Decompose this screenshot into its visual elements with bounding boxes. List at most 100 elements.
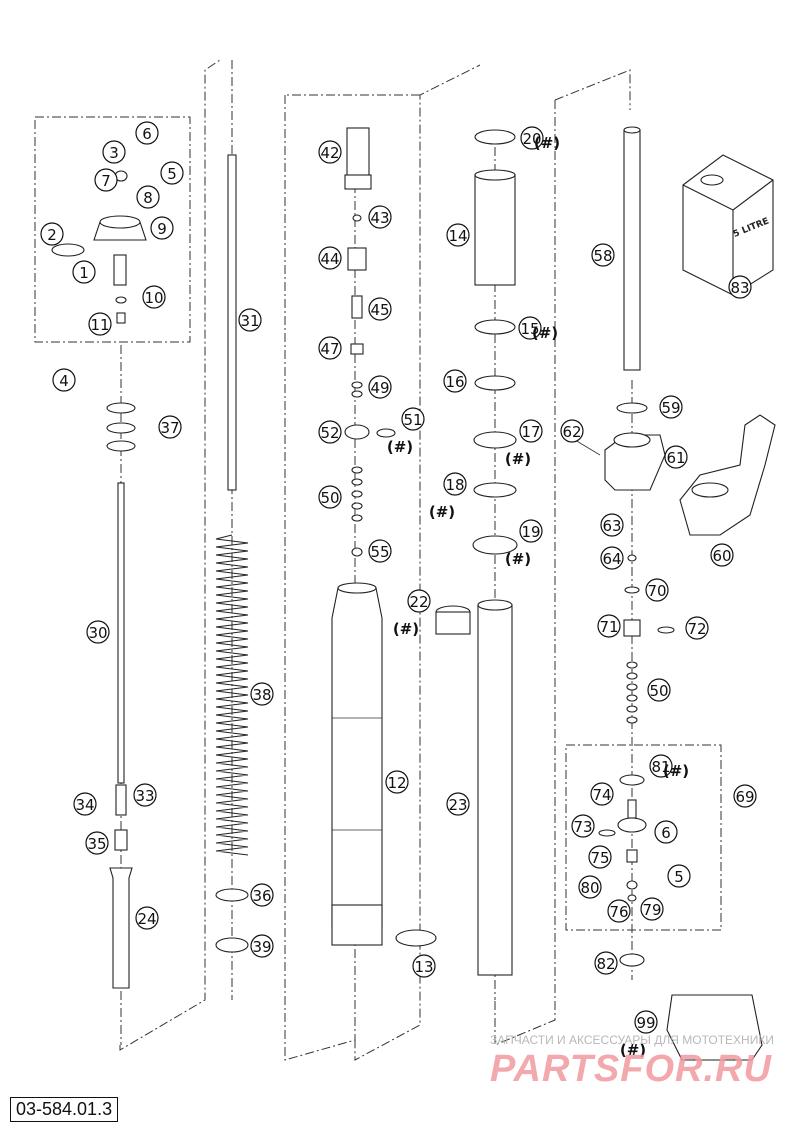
callout-circle — [250, 934, 274, 958]
callout-11: 11 — [88, 312, 112, 336]
callout-circle — [590, 782, 614, 806]
callout-number: 6 — [142, 125, 152, 143]
parts: 5 LITRE — [51, 126, 776, 1061]
callout-circle — [318, 420, 342, 444]
not-included-marker: (#) — [505, 550, 531, 568]
callout-circle — [85, 831, 109, 855]
callout-circle — [412, 954, 436, 978]
callout-number: 24 — [137, 910, 156, 928]
callout-circle — [710, 543, 734, 567]
callout-51: 51(#) — [387, 407, 425, 456]
callout-number: 2 — [47, 226, 57, 244]
callout-43: 43 — [368, 205, 392, 229]
callout-circle — [160, 161, 184, 185]
callout-circle — [733, 784, 757, 808]
callout-circle — [518, 316, 542, 340]
callout-12: 12 — [385, 770, 409, 794]
callout-number: 36 — [252, 887, 271, 905]
callout-7: 7 — [94, 168, 118, 192]
callout-50: 50 — [318, 485, 342, 509]
callout-circle — [401, 407, 425, 431]
callout-38: 38 — [250, 682, 274, 706]
callout-number: 5 — [167, 165, 177, 183]
callout-80: 80 — [578, 875, 602, 899]
callout-62: 62 — [560, 419, 584, 443]
callout-circle — [102, 140, 126, 164]
callout-circle — [443, 369, 467, 393]
not-included-marker: (#) — [387, 438, 413, 456]
callout-number: 20 — [522, 130, 541, 148]
callout-circle — [654, 820, 678, 844]
callout-circle — [600, 513, 624, 537]
callout-circle — [634, 1010, 658, 1034]
callout-number: 16 — [445, 373, 464, 391]
callout-number: 61 — [666, 449, 685, 467]
callout-circle — [368, 297, 392, 321]
callout-64: 64 — [600, 546, 624, 570]
callout-6: 6 — [135, 121, 159, 145]
callout-13: 13 — [412, 954, 436, 978]
callout-69: 69 — [733, 784, 757, 808]
callout-circle — [318, 485, 342, 509]
callout-33: 33 — [133, 783, 157, 807]
callout-5: 5 — [160, 161, 184, 185]
callout-number: 59 — [661, 399, 680, 417]
callout-circle — [446, 792, 470, 816]
callout-22: 22(#) — [393, 589, 431, 638]
callout-17: 17(#) — [505, 419, 543, 468]
callout-number: 13 — [414, 958, 433, 976]
callout-circle — [133, 783, 157, 807]
callout-circle — [368, 375, 392, 399]
callout-number: 18 — [445, 476, 464, 494]
callout-circle — [519, 419, 543, 443]
not-included-marker: (#) — [532, 324, 558, 342]
callout-circle — [368, 539, 392, 563]
callout-circle — [600, 546, 624, 570]
callout-circle — [407, 589, 431, 613]
callout-circle — [135, 906, 159, 930]
callout-circle — [73, 792, 97, 816]
callout-number: 6 — [661, 824, 671, 842]
callout-number: 19 — [521, 523, 540, 541]
callout-number: 81 — [651, 758, 670, 776]
callout-number: 17 — [521, 423, 540, 441]
callout-16: 16 — [443, 369, 467, 393]
callout-circle — [443, 472, 467, 496]
watermark-tagline: ЗАПЧАСТИ И АКСЕССУАРЫ ДЛЯ МОТОТЕХНИКИ — [490, 1033, 774, 1047]
callout-number: 4 — [59, 372, 69, 390]
callout-49: 49 — [368, 375, 392, 399]
callout-number: 58 — [593, 247, 612, 265]
callout-61: 61 — [664, 445, 688, 469]
callout-number: 23 — [448, 796, 467, 814]
callout-3: 3 — [102, 140, 126, 164]
callout-55: 55 — [368, 539, 392, 563]
callout-70: 70 — [645, 578, 669, 602]
callout-number: 50 — [320, 489, 339, 507]
callout-19: 19 (#) — [505, 519, 543, 568]
callout-39: 39 — [250, 934, 274, 958]
callout-4: 4 — [52, 368, 76, 392]
callout-circle — [136, 185, 160, 209]
callout-number: 82 — [596, 955, 615, 973]
not-included-marker: (#) — [663, 762, 689, 780]
callout-circle — [88, 312, 112, 336]
callout-number: 3 — [109, 144, 119, 162]
not-included-marker: (#) — [534, 134, 560, 152]
callout-8: 8 — [136, 185, 160, 209]
callout-circle — [649, 754, 673, 778]
callout-number: 55 — [370, 543, 389, 561]
callout-circle — [135, 121, 159, 145]
callout-circle — [52, 368, 76, 392]
callout-number: 83 — [730, 279, 749, 297]
callout-2: 2 — [40, 222, 64, 246]
callout-20: 20(#) — [520, 126, 560, 152]
callout-47: 47 — [318, 336, 342, 360]
callout-circle — [594, 951, 618, 975]
callout-number: 52 — [320, 424, 339, 442]
callout-number: 31 — [240, 312, 259, 330]
callout-number: 42 — [320, 144, 339, 162]
callout-number: 34 — [75, 796, 94, 814]
callout-circle — [659, 395, 683, 419]
not-included-marker: (#) — [393, 620, 419, 638]
callout-9: 9 — [150, 216, 174, 240]
